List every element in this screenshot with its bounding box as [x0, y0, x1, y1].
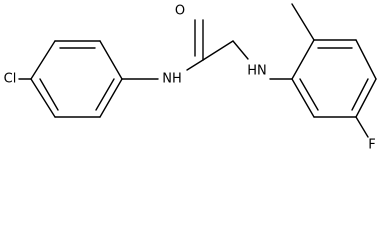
bond-methyl	[291, 3, 315, 41]
bond-nh-carbonyl	[186, 59, 204, 71]
bond-ch2-hn	[232, 40, 249, 60]
double-bond-inner	[299, 78, 319, 111]
bond	[355, 39, 377, 80]
atom-label-chlorine: Cl	[4, 72, 17, 87]
bond	[291, 78, 315, 118]
bond	[99, 40, 123, 80]
bond-carbonyl-ch2	[202, 40, 234, 61]
bond-c-f	[355, 116, 369, 138]
double-bond-inner	[39, 78, 59, 111]
bond	[355, 78, 377, 118]
bond	[99, 78, 123, 118]
bond	[30, 40, 56, 80]
double-bond-inner	[351, 78, 369, 111]
fluoromethylphenyl-ring	[291, 39, 377, 118]
chlorophenyl-ring	[30, 40, 123, 118]
molecule-structure: Cl NH O HN F	[4, 3, 377, 153]
atom-label-fluorine: F	[368, 138, 375, 153]
double-bond-inner	[95, 78, 115, 111]
atom-label-amine-nitrogen: HN	[247, 64, 267, 79]
structure-diagram: Cl NH O HN F	[4, 3, 377, 153]
bond	[30, 78, 56, 118]
bond	[291, 39, 315, 80]
atom-label-carbonyl-oxygen: O	[175, 4, 185, 19]
atom-label-amide-nitrogen: NH	[162, 72, 182, 87]
